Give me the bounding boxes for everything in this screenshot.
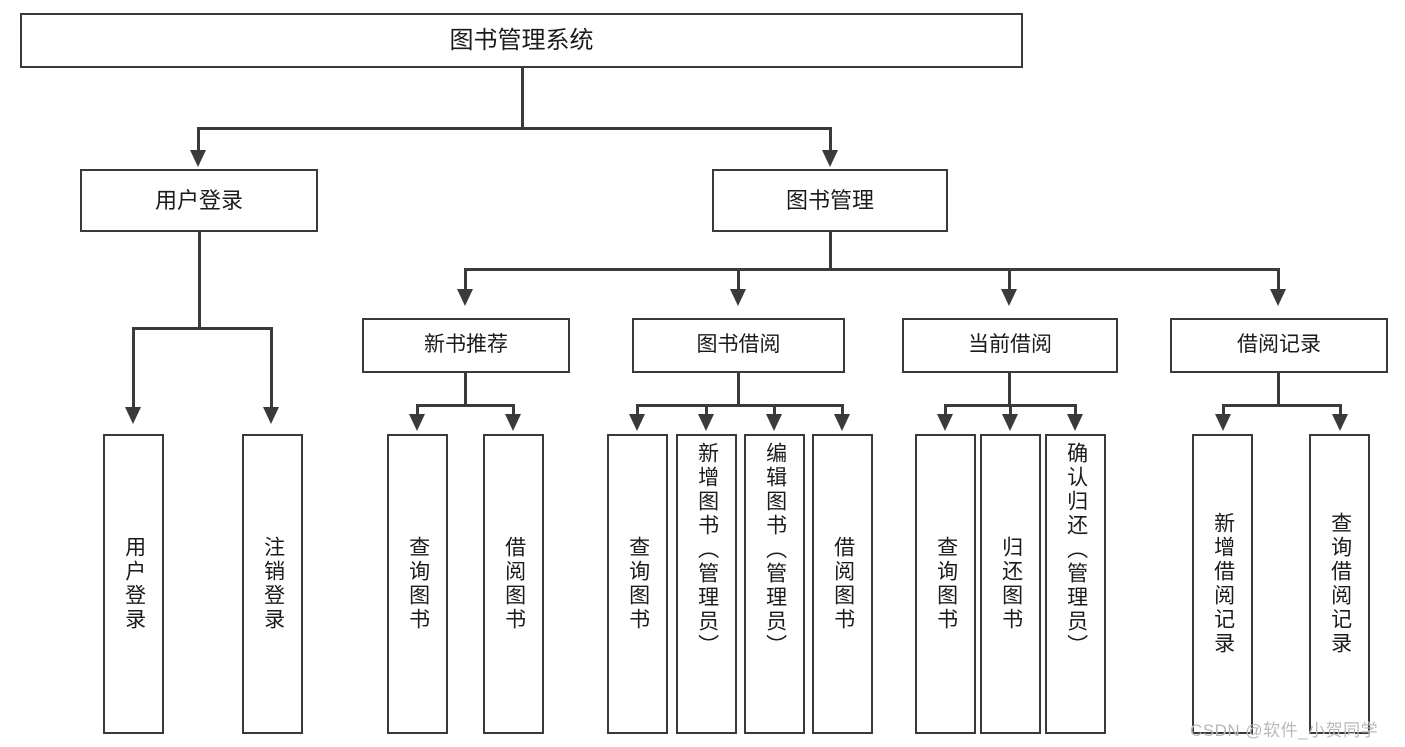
leaf-borrow-book-recommend[interactable]: 借阅图书	[483, 434, 544, 734]
connector-root-to-book-manage	[829, 127, 832, 153]
leaf-confirm-return-admin[interactable]: 确认归还（管理员）	[1045, 434, 1106, 734]
connector-user-login-drop-2	[270, 327, 273, 410]
node-book-management[interactable]: 图书管理	[712, 169, 948, 232]
connector-book-borrow-stem	[737, 373, 740, 405]
connector-new-book-bus	[416, 404, 514, 407]
arrowhead-leaf-confirm-return	[1067, 414, 1083, 431]
arrowhead-leaf-return-book	[1002, 414, 1018, 431]
arrowhead-leaf-user-login	[125, 407, 141, 424]
connector-current-borrow-drop-3	[1074, 404, 1077, 416]
arrowhead-leaf-logout	[263, 407, 279, 424]
connector-current-borrow-drop-1	[944, 404, 947, 416]
connector-level2-drop-2	[737, 268, 740, 292]
connector-current-borrow-drop-2	[1009, 404, 1012, 416]
connector-new-book-drop-1	[416, 404, 419, 416]
connector-user-login-bus	[132, 327, 272, 330]
node-new-book-recommend[interactable]: 新书推荐	[362, 318, 570, 373]
arrowhead-user-login	[190, 150, 206, 167]
arrowhead-leaf-add-record	[1215, 414, 1231, 431]
connector-root-stem	[521, 68, 524, 128]
node-book-borrow[interactable]: 图书借阅	[632, 318, 845, 373]
connector-book-borrow-drop-1	[636, 404, 639, 416]
leaf-add-borrow-record[interactable]: 新增借阅记录	[1192, 434, 1253, 734]
connector-book-borrow-drop-4	[841, 404, 844, 416]
connector-borrow-records-bus	[1222, 404, 1341, 407]
node-root-library-system[interactable]: 图书管理系统	[20, 13, 1023, 68]
arrowhead-borrow-records	[1270, 289, 1286, 306]
connector-book-borrow-drop-2	[705, 404, 708, 416]
connector-level2-drop-4	[1277, 268, 1280, 292]
arrowhead-leaf-borrow-book-a	[505, 414, 521, 431]
arrowhead-book-borrow	[730, 289, 746, 306]
connector-book-manage-stem	[829, 232, 832, 269]
arrowhead-leaf-query-book-c	[937, 414, 953, 431]
arrowhead-leaf-add-book	[698, 414, 714, 431]
leaf-query-book-borrow[interactable]: 查询图书	[607, 434, 668, 734]
arrowhead-leaf-edit-book	[766, 414, 782, 431]
leaf-edit-book-admin[interactable]: 编辑图书（管理员）	[744, 434, 805, 734]
connector-level2-bus	[464, 268, 1279, 271]
connector-root-bus	[197, 127, 831, 130]
connector-book-borrow-drop-3	[773, 404, 776, 416]
connector-user-login-drop-1	[132, 327, 135, 410]
leaf-query-book-current[interactable]: 查询图书	[915, 434, 976, 734]
leaf-borrow-book-borrow[interactable]: 借阅图书	[812, 434, 873, 734]
arrowhead-leaf-query-record	[1332, 414, 1348, 431]
connector-book-borrow-bus	[636, 404, 843, 407]
connector-root-to-user-login	[197, 127, 200, 153]
connector-level2-drop-1	[464, 268, 467, 292]
connector-new-book-drop-2	[512, 404, 515, 416]
arrowhead-leaf-query-book-a	[409, 414, 425, 431]
connector-user-login-stem	[198, 232, 201, 328]
node-current-borrow[interactable]: 当前借阅	[902, 318, 1118, 373]
arrowhead-book-manage	[822, 150, 838, 167]
connector-level2-drop-3	[1008, 268, 1011, 292]
connector-borrow-records-stem	[1277, 373, 1280, 405]
arrowhead-new-book-recommend	[457, 289, 473, 306]
connector-current-borrow-stem	[1008, 373, 1011, 405]
node-user-login[interactable]: 用户登录	[80, 169, 318, 232]
arrowhead-current-borrow	[1001, 289, 1017, 306]
connector-new-book-stem	[464, 373, 467, 405]
node-borrow-records[interactable]: 借阅记录	[1170, 318, 1388, 373]
leaf-logout[interactable]: 注销登录	[242, 434, 303, 734]
arrowhead-leaf-query-book-b	[629, 414, 645, 431]
connector-borrow-records-drop-1	[1222, 404, 1225, 416]
leaf-return-book[interactable]: 归还图书	[980, 434, 1041, 734]
leaf-query-borrow-record[interactable]: 查询借阅记录	[1309, 434, 1370, 734]
leaf-add-book-admin[interactable]: 新增图书（管理员）	[676, 434, 737, 734]
connector-borrow-records-drop-2	[1339, 404, 1342, 416]
arrowhead-leaf-borrow-book-b	[834, 414, 850, 431]
leaf-query-book-recommend[interactable]: 查询图书	[387, 434, 448, 734]
leaf-user-login[interactable]: 用户登录	[103, 434, 164, 734]
